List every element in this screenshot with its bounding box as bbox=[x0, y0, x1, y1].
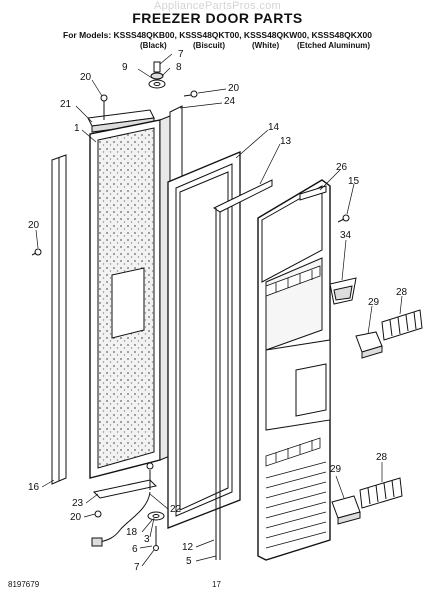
callout-26: 26 bbox=[336, 162, 348, 173]
top-cover-bracket bbox=[299, 185, 327, 201]
callout-22: 22 bbox=[170, 504, 182, 515]
lower-shelf-end-cap bbox=[331, 495, 361, 525]
bottom-hinge-bracket bbox=[92, 462, 158, 499]
callout-14: 14 bbox=[268, 122, 280, 133]
callout-20-left: 20 bbox=[28, 220, 40, 231]
callout-9: 9 bbox=[122, 62, 128, 73]
screw-20-bottom bbox=[94, 510, 102, 518]
screw-20-upper-right bbox=[183, 90, 198, 98]
document-number: 8197679 bbox=[8, 580, 40, 589]
callout-28-upper: 28 bbox=[396, 287, 408, 298]
outer-door-panel bbox=[89, 115, 171, 479]
callout-7-bottom: 7 bbox=[134, 562, 140, 573]
callout-18: 18 bbox=[126, 527, 138, 538]
breaker-strip bbox=[212, 179, 273, 560]
inner-door-liner bbox=[257, 179, 331, 561]
page-title: FREEZER DOOR PARTS bbox=[132, 10, 303, 26]
callout-12: 12 bbox=[182, 542, 194, 553]
callout-21: 21 bbox=[60, 99, 72, 110]
callout-28-lower: 28 bbox=[376, 452, 388, 463]
top-hinge-bracket bbox=[87, 94, 155, 133]
dispenser-cup bbox=[329, 277, 357, 305]
callout-15: 15 bbox=[348, 176, 360, 187]
models-line: For Models: KSSS48QKB00, KSSS48QKT00, KS… bbox=[63, 30, 372, 40]
callout-29-upper: 29 bbox=[368, 297, 380, 308]
variant-white: (White) bbox=[252, 41, 280, 50]
callout-1: 1 bbox=[74, 123, 80, 134]
callout-34: 34 bbox=[340, 230, 352, 241]
hinge-cam-parts bbox=[147, 511, 165, 551]
variant-biscuit: (Biscuit) bbox=[193, 41, 225, 50]
screw-20-left bbox=[31, 248, 42, 256]
variant-etched-aluminum: (Etched Aluminum) bbox=[297, 41, 371, 50]
callout-16: 16 bbox=[28, 482, 40, 493]
callout-6: 6 bbox=[132, 544, 138, 555]
screw-15 bbox=[337, 214, 350, 223]
lower-shelf-bar bbox=[359, 477, 403, 509]
wire-harness bbox=[91, 491, 151, 547]
callout-8: 8 bbox=[176, 62, 182, 73]
callout-3: 3 bbox=[144, 534, 150, 545]
watermark: AppliancePartsPros.com bbox=[153, 0, 282, 12]
callout-7-top: 7 bbox=[178, 49, 184, 60]
upper-shelf-end-cap bbox=[355, 331, 383, 359]
upper-shelf-bar bbox=[381, 309, 423, 341]
callout-labels: 7 8 9 20 20 24 21 1 14 13 26 15 34 29 28… bbox=[28, 49, 408, 573]
hinge-pin-parts bbox=[148, 61, 166, 89]
variant-black: (Black) bbox=[140, 41, 167, 50]
callout-13: 13 bbox=[280, 136, 292, 147]
page-number: 17 bbox=[212, 580, 221, 589]
side-trim-strip bbox=[51, 154, 67, 485]
door-gasket-frame bbox=[167, 151, 241, 529]
callout-23: 23 bbox=[72, 498, 84, 509]
callout-20-bottom: 20 bbox=[70, 512, 82, 523]
callout-24: 24 bbox=[224, 96, 236, 107]
callout-20-top-left: 20 bbox=[80, 72, 92, 83]
callout-29-lower: 29 bbox=[330, 464, 342, 475]
callout-5: 5 bbox=[186, 556, 192, 567]
callout-20-top-right: 20 bbox=[228, 83, 240, 94]
